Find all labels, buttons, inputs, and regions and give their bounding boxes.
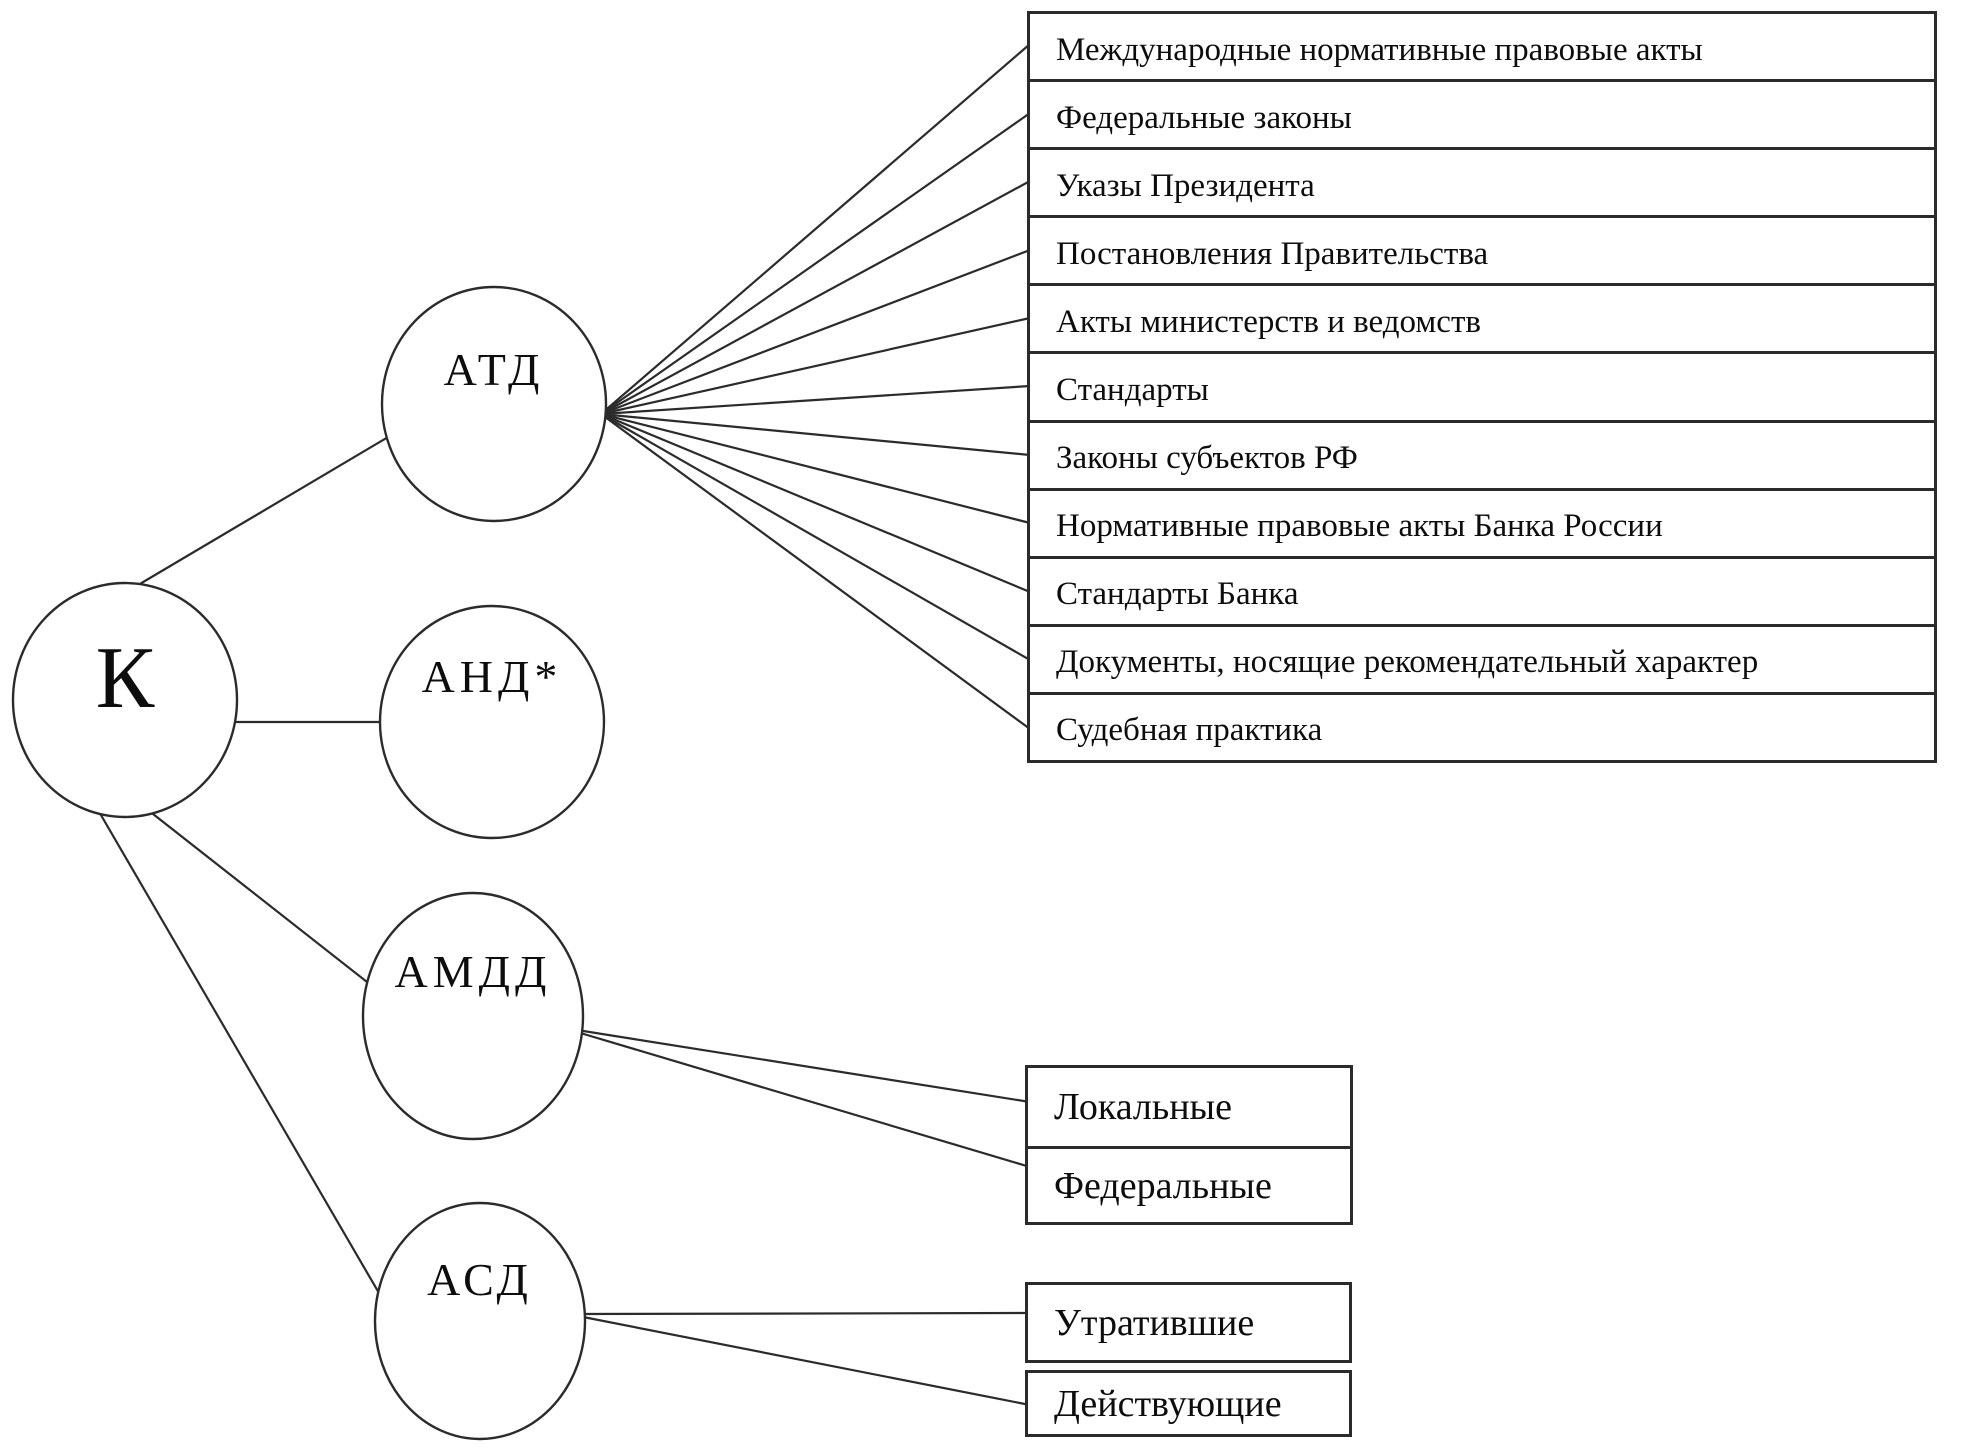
edge-asd-expired — [577, 1311, 1031, 1316]
edge-atd-item-2 — [600, 112, 1031, 415]
atd-item-row: Указы Президента — [1030, 147, 1934, 215]
edge-atd-item-3 — [600, 180, 1031, 415]
atd-item-label: Международные нормативные правовые акты — [1056, 31, 1703, 68]
atd-item-label: Документы, носящие рекомендательный хара… — [1056, 644, 1759, 681]
atd-item-label: Акты министерств и ведомств — [1056, 303, 1481, 340]
amdd-item-label: Федеральные — [1054, 1164, 1272, 1207]
atd-item-row: Акты министерств и ведомств — [1030, 283, 1934, 351]
amdd-items-stack: Локальные Федеральные — [1025, 1065, 1353, 1225]
edge-atd-item-8 — [600, 412, 1031, 525]
node-circle-k — [11, 581, 239, 819]
edge-atd-item-4 — [600, 248, 1031, 416]
atd-item-row: Судебная практика — [1030, 691, 1934, 760]
node-label-k: К — [95, 630, 155, 727]
asd-item-label: Действующие — [1054, 1382, 1282, 1425]
edge-atd-item-9 — [600, 412, 1031, 594]
atd-item-label: Стандарты — [1056, 372, 1209, 409]
node-label-asd: АСД — [427, 1254, 533, 1305]
atd-item-row: Стандарты Банка — [1030, 555, 1934, 624]
edge-k-atd — [127, 429, 401, 592]
atd-item-row: Федеральные законы — [1030, 79, 1934, 147]
atd-item-label: Указы Президента — [1056, 167, 1315, 204]
node-circle-amdd — [361, 891, 585, 1141]
edge-k-amdd — [124, 791, 391, 1001]
atd-item-row: Стандарты — [1030, 351, 1934, 419]
edge-asd-active — [577, 1314, 1031, 1407]
amdd-item-row: Федеральные — [1028, 1146, 1350, 1222]
edge-amdd-local — [576, 1028, 1031, 1104]
amdd-item-label: Локальные — [1054, 1086, 1232, 1128]
amdd-item-row: Локальные — [1028, 1068, 1350, 1146]
atd-item-label: Нормативные правовые акты Банка России — [1056, 508, 1663, 545]
asd-item-label: Утратившие — [1054, 1301, 1255, 1344]
asd-item-box-expired: Утратившие — [1025, 1282, 1352, 1363]
node-circle-and — [378, 604, 606, 840]
node-label-atd: АТД — [443, 344, 545, 395]
node-circle-asd — [373, 1201, 587, 1441]
node-label-amdd: АМДД — [394, 946, 552, 997]
atd-item-label: Федеральные законы — [1056, 99, 1352, 136]
atd-item-label: Законы субъектов РФ — [1056, 440, 1358, 477]
node-label-and: АНД* — [421, 651, 563, 702]
atd-item-row: Международные нормативные правовые акты — [1030, 14, 1934, 79]
edge-atd-item-6 — [600, 384, 1031, 416]
edge-atd-item-7 — [600, 412, 1031, 457]
atd-item-label: Судебная практика — [1056, 712, 1323, 749]
node-circle-atd — [380, 285, 608, 523]
edge-atd-item-11 — [600, 413, 1031, 730]
atd-item-label: Постановления Правительства — [1056, 235, 1489, 272]
atd-item-row: Нормативные правовые акты Банка России — [1030, 487, 1934, 556]
atd-items-stack: Международные нормативные правовые акты … — [1027, 11, 1937, 763]
atd-item-row: Законы субъектов РФ — [1030, 419, 1934, 488]
edge-atd-item-10 — [600, 413, 1031, 661]
edge-amdd-federal — [576, 1030, 1031, 1169]
edge-atd-item-1 — [600, 43, 1031, 415]
atd-item-row: Документы, носящие рекомендательный хара… — [1030, 623, 1934, 692]
edge-atd-item-5 — [600, 316, 1031, 416]
atd-item-label: Стандарты Банка — [1056, 576, 1299, 613]
edge-k-asd — [79, 778, 391, 1313]
asd-item-box-active: Действующие — [1025, 1370, 1352, 1437]
atd-item-row: Постановления Правительства — [1030, 215, 1934, 283]
